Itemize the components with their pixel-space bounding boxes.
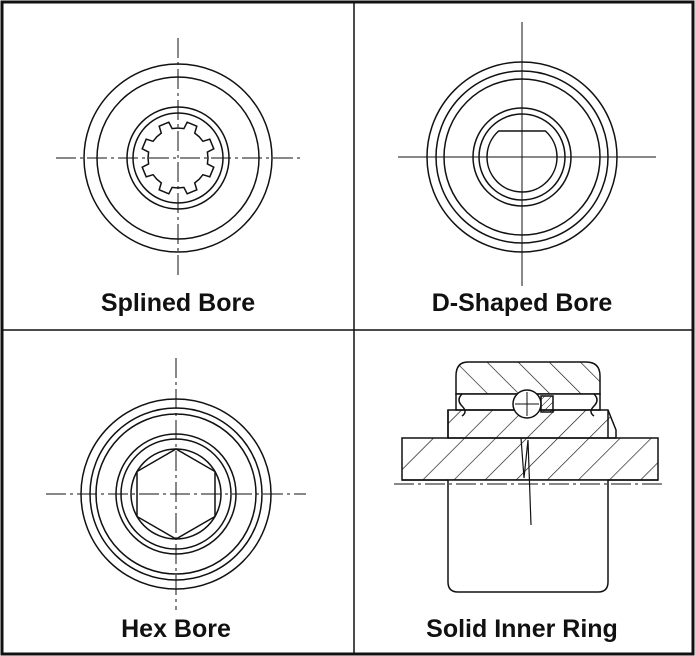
hex-bore-drawing xyxy=(46,358,306,610)
outer-ring-section xyxy=(455,361,601,395)
collar-section xyxy=(401,437,659,481)
splined-bore-drawing xyxy=(56,38,300,278)
shaft-marker xyxy=(520,437,532,526)
solid-inner-ring-label: Solid Inner Ring xyxy=(426,615,618,643)
solid-inner-ring-section xyxy=(394,361,662,593)
hex-bore-label: Hex Bore xyxy=(121,615,231,643)
d-bore-profile xyxy=(486,130,558,193)
bore-body xyxy=(447,479,609,593)
d-shaped-bore-drawing xyxy=(398,22,656,286)
spline-profile xyxy=(141,121,215,195)
cage xyxy=(540,395,554,413)
splined-bore-label: Splined Bore xyxy=(101,289,255,317)
d-shaped-bore-label: D-Shaped Bore xyxy=(432,289,613,317)
